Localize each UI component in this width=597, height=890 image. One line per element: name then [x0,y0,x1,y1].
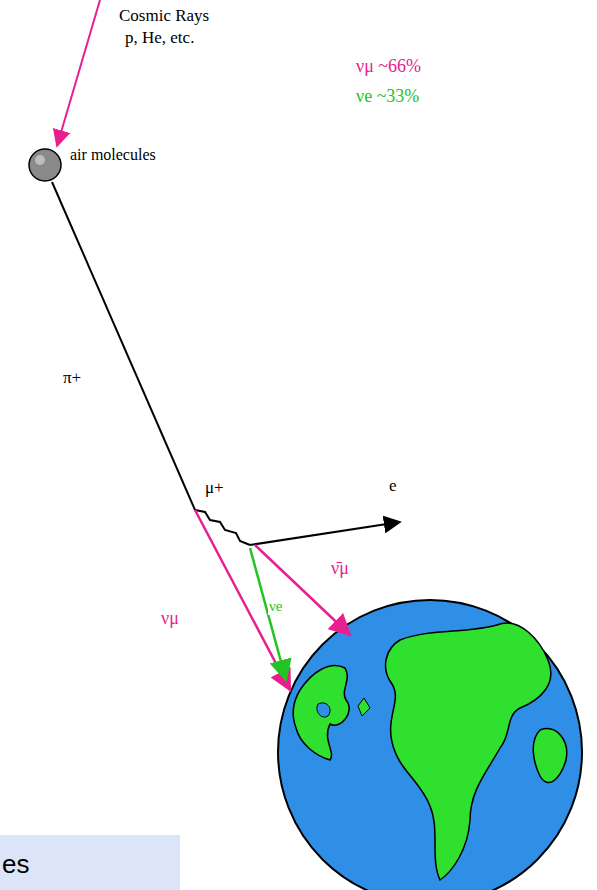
diagram-label: e [388,476,398,496]
diagram-label: νe ~33% [355,86,420,107]
pion-track [52,182,195,510]
diagram-label: π+ [62,368,82,388]
diagram-label: νμ ~66% [355,56,422,77]
node-text: air molecules [70,146,202,164]
diagram-label: ν̄μ [330,558,350,579]
diagram-label: p, He, etc. [124,28,195,48]
muon-neutrino-arrow [195,510,290,690]
diagram-label: Cosmic Rays [118,6,210,26]
molecule-shape [29,149,61,181]
molecule-highlight [35,155,45,165]
earth [278,600,582,890]
node-text: es [2,849,180,880]
cosmic-ray-arrow [57,0,100,146]
electron-arrow [250,522,400,545]
caption-box: es [0,835,180,890]
diagram-label: νe [268,598,283,615]
air-molecule: air molecules [28,148,160,182]
muon-antineutrino-arrow [255,545,350,635]
diagram-label: νμ [160,608,180,629]
diagram-label: μ+ [204,478,225,498]
molecule-circle [28,148,62,182]
